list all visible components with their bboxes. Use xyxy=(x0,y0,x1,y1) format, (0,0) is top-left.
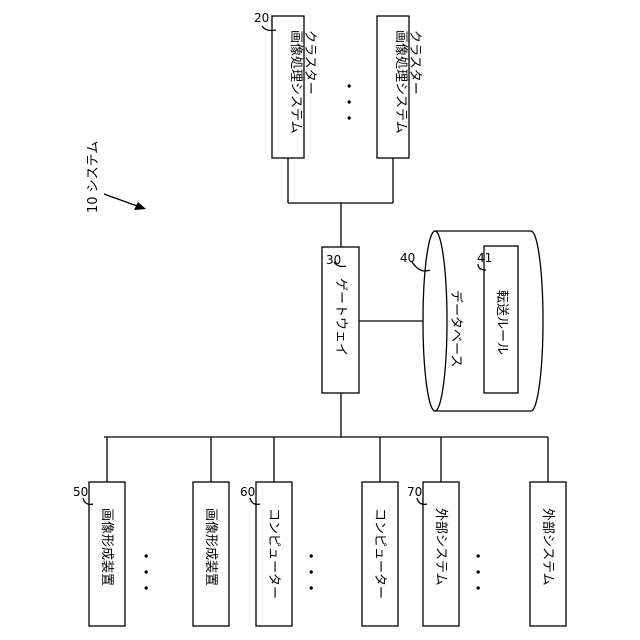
device-ellipsis: ・・・ xyxy=(136,548,155,596)
device-label: コンピューター xyxy=(372,508,387,599)
gateway-label: ゲートウェイ xyxy=(333,278,348,356)
device-label: 画像形成装置 xyxy=(203,508,218,586)
cluster-label-1-line2: クラスター xyxy=(302,30,317,95)
device-drops xyxy=(107,437,548,482)
cluster-ref-20: 20 xyxy=(254,11,269,25)
device-ellipsis: ・・・ xyxy=(301,548,320,596)
database-label: データベース xyxy=(448,290,464,367)
device-ref: 50 xyxy=(73,485,88,499)
cluster-label-2: 画像処理システム クラスター xyxy=(393,30,422,138)
cluster-label-2-line1: 画像処理システム xyxy=(393,30,408,134)
system-label-group: 10 システム xyxy=(86,141,146,213)
device-label: コンピューター xyxy=(266,508,281,599)
system-arrow xyxy=(104,194,140,207)
cluster-label-1: 画像処理システム クラスター xyxy=(288,30,317,138)
device-ellipsis: ・・・ xyxy=(468,548,487,596)
device-label: 外部システム xyxy=(540,508,555,586)
gateway-ref: 30 xyxy=(326,253,341,267)
transfer-rule-label: 転送ルール xyxy=(494,290,509,355)
device-label: 画像形成装置 xyxy=(99,508,114,586)
cluster-ellipsis: ・・・ xyxy=(339,78,358,126)
cluster-label-2-line2: クラスター xyxy=(407,30,422,95)
cluster-label-1-line1: 画像処理システム xyxy=(288,30,303,134)
device-ref: 60 xyxy=(240,485,255,499)
device-ref: 70 xyxy=(407,485,422,499)
system-label: 10 システム xyxy=(86,141,101,213)
device-label: 外部システム xyxy=(433,508,448,586)
transfer-rule-ref: 41 xyxy=(477,251,492,265)
